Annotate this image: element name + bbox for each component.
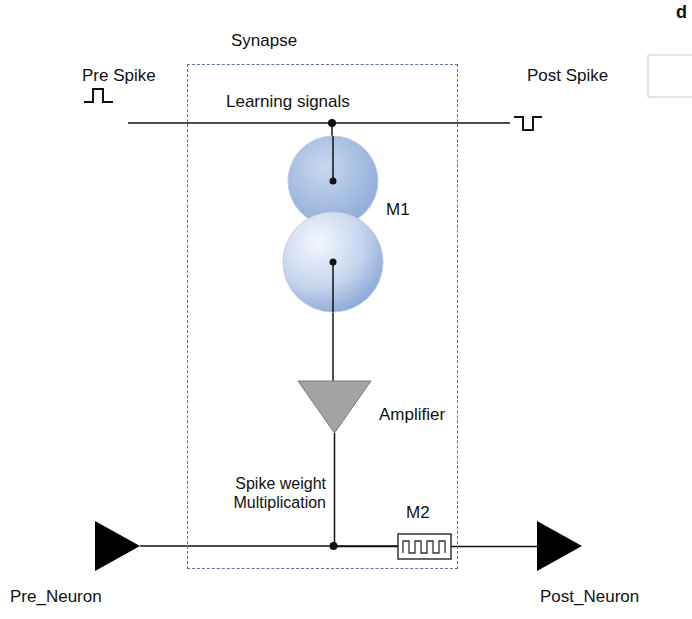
amplifier-symbol-outline bbox=[298, 381, 371, 433]
node-label: M1 bbox=[386, 200, 410, 220]
pre-spike-symbol bbox=[84, 89, 113, 102]
node-label: Pre_Neuron bbox=[10, 587, 102, 607]
neuron-symbol: Pre_Neuron bbox=[95, 521, 140, 571]
amplifier-triangle bbox=[298, 381, 371, 433]
memristor-symbol-outline bbox=[398, 534, 451, 559]
learning-signal-wire bbox=[128, 122, 510, 124]
neuron-triangle bbox=[95, 521, 140, 571]
post-spike-symbol bbox=[514, 117, 542, 130]
panel-frame bbox=[648, 55, 692, 97]
node-label: Synapse bbox=[231, 31, 297, 51]
neuron-symbol-outline bbox=[95, 521, 140, 571]
node-label: M2 bbox=[406, 503, 430, 523]
neuron-symbol: Post_Neuron bbox=[537, 521, 582, 571]
node-label: Post_Neuron bbox=[540, 587, 639, 607]
neuron-triangle bbox=[537, 521, 582, 571]
wire bbox=[140, 545, 398, 547]
device-wire bbox=[332, 262, 334, 312]
contact-dot bbox=[330, 259, 337, 266]
neuron-symbol-outline bbox=[537, 521, 582, 571]
wire bbox=[451, 546, 537, 548]
memristor-device-outline bbox=[283, 136, 383, 312]
node-label: Amplifier bbox=[379, 405, 445, 425]
operation-label: Spike weight Multiplication bbox=[216, 474, 326, 512]
panel-letter: d bbox=[676, 2, 687, 24]
signal-name: Pre Spike bbox=[82, 66, 156, 86]
contact-dot bbox=[330, 178, 337, 185]
memristor-symbol: M2 bbox=[398, 534, 451, 559]
signal-name: Learning signals bbox=[226, 92, 350, 112]
bottom-electrode bbox=[283, 212, 383, 312]
device-wire bbox=[331, 123, 333, 136]
device-wire bbox=[332, 136, 334, 181]
wire bbox=[332, 312, 334, 381]
signal-name: Post Spike bbox=[527, 66, 608, 86]
memristor-body bbox=[398, 534, 451, 559]
synapse-box: M1AmplifierM2Synapse bbox=[187, 64, 458, 569]
amplifier-symbol: Amplifier bbox=[298, 381, 371, 433]
memristor-device: M1 bbox=[283, 136, 383, 312]
memristor-wave bbox=[403, 541, 445, 553]
wire bbox=[335, 433, 399, 547]
